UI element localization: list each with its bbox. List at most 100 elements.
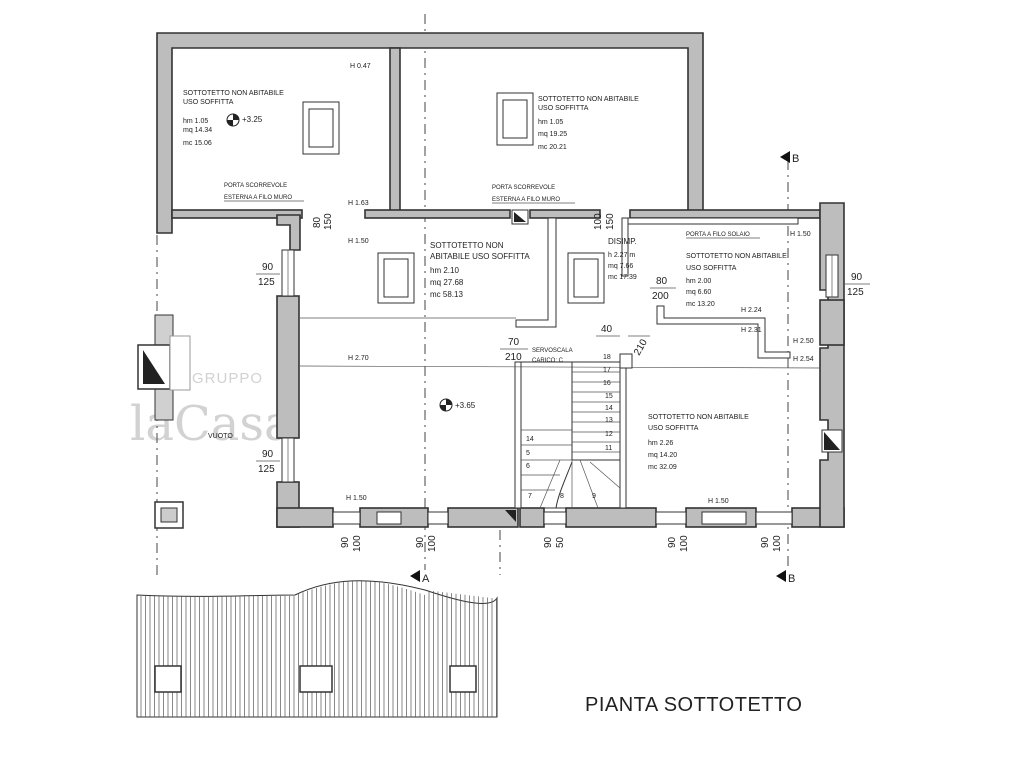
svg-text:hm 2.26: hm 2.26 <box>648 440 673 447</box>
svg-text:CARICO: C: CARICO: C <box>532 358 564 364</box>
step-number: 5 <box>526 450 530 457</box>
skylights <box>302 92 605 304</box>
svg-text:H 2.31: H 2.31 <box>741 327 762 334</box>
svg-text:100: 100 <box>593 213 604 230</box>
svg-text:90: 90 <box>262 262 274 273</box>
svg-text:H 2.70: H 2.70 <box>348 355 369 362</box>
svg-text:ABITABILE USO SOFFITTA: ABITABILE USO SOFFITTA <box>430 252 530 261</box>
dimension-labels: 80 150 100 150 90 125 90 125 90 125 80 2… <box>256 213 870 552</box>
level-label: +3.25 <box>242 115 263 124</box>
roof-elevation <box>136 580 498 718</box>
svg-text:H 1.50: H 1.50 <box>348 238 369 245</box>
step-number: 18 <box>603 354 611 361</box>
step-number: 14 <box>526 436 534 443</box>
svg-text:DISIMP.: DISIMP. <box>608 237 637 246</box>
svg-text:100: 100 <box>427 535 438 552</box>
svg-text:mc 58.13: mc 58.13 <box>430 290 463 299</box>
svg-text:80: 80 <box>312 216 323 228</box>
svg-text:USO SOFFITTA: USO SOFFITTA <box>538 105 589 112</box>
level-markers: +3.25 +3.65 <box>226 113 476 412</box>
svg-text:USO SOFFITTA: USO SOFFITTA <box>686 265 737 272</box>
svg-text:100: 100 <box>352 535 363 552</box>
step-number: 8 <box>560 493 564 500</box>
svg-text:PORTA SCORREVOLE: PORTA SCORREVOLE <box>224 183 287 189</box>
svg-text:90: 90 <box>340 536 351 548</box>
svg-text:PORTA SCORREVOLE: PORTA SCORREVOLE <box>492 185 555 191</box>
step-number: 7 <box>528 493 532 500</box>
svg-text:90: 90 <box>543 536 554 548</box>
svg-text:H 0.47: H 0.47 <box>350 63 371 70</box>
void-label: VUOTO <box>208 433 233 440</box>
svg-text:H 2.50: H 2.50 <box>793 338 814 345</box>
svg-text:USO SOFFITTA: USO SOFFITTA <box>183 99 234 106</box>
svg-text:SERVOSCALA: SERVOSCALA <box>532 348 573 354</box>
svg-text:90: 90 <box>415 536 426 548</box>
chimneys <box>137 209 843 529</box>
exterior-windows <box>281 249 839 525</box>
svg-text:H 1.50: H 1.50 <box>708 498 729 505</box>
svg-text:90: 90 <box>667 536 678 548</box>
svg-text:USO SOFFITTA: USO SOFFITTA <box>648 425 699 432</box>
svg-text:SOTTOTETTO NON ABITABILE: SOTTOTETTO NON ABITABILE <box>183 90 284 97</box>
svg-text:mq 6.60: mq 6.60 <box>686 289 711 296</box>
svg-text:200: 200 <box>652 291 669 302</box>
level-label: +3.65 <box>455 401 476 410</box>
section-markers: B A B <box>410 151 799 585</box>
door-notes: PORTA SCORREVOLE ESTERNA A FILO MURO POR… <box>224 183 760 364</box>
svg-text:70: 70 <box>508 337 520 348</box>
svg-text:150: 150 <box>323 213 334 230</box>
svg-text:PORTA A FILO SOLAIO: PORTA A FILO SOLAIO <box>686 232 750 238</box>
svg-text:H 1.50: H 1.50 <box>346 495 367 502</box>
watermark-top: GRUPPO <box>192 370 263 387</box>
svg-text:40: 40 <box>601 324 613 335</box>
room-label-nw: SOTTOTETTO NON ABITABILE USO SOFFITTA hm… <box>183 90 284 147</box>
svg-text:H 2.24: H 2.24 <box>741 307 762 314</box>
svg-text:mc 13.20: mc 13.20 <box>686 301 715 308</box>
svg-text:50: 50 <box>555 536 566 548</box>
step-number: 14 <box>605 405 613 412</box>
lower-walls <box>276 202 845 528</box>
svg-text:H 1.50: H 1.50 <box>790 231 811 238</box>
svg-text:h 2.27 m: h 2.27 m <box>608 252 635 259</box>
svg-text:100: 100 <box>679 535 690 552</box>
interior-walls <box>299 217 821 509</box>
room-label-disimp: DISIMP. h 2.27 m mq 7.66 mc 17.39 <box>608 237 637 281</box>
svg-text:SOTTOTETTO NON: SOTTOTETTO NON <box>430 241 504 250</box>
svg-text:mc 20.21: mc 20.21 <box>538 144 567 151</box>
svg-text:H 1.63: H 1.63 <box>348 200 369 207</box>
height-labels: H 0.47 H 1.63 H 1.50 H 1.50 H 2.70 H 1.5… <box>346 63 814 505</box>
svg-text:hm 2.00: hm 2.00 <box>686 278 711 285</box>
staircase: 18 17 16 15 14 13 12 11 14 5 6 7 8 9 <box>520 353 633 509</box>
section-mark: B <box>792 153 799 165</box>
room-label-east: SOTTOTETTO NON ABITABILE USO SOFFITTA hm… <box>686 253 787 308</box>
svg-text:mc 15.06: mc 15.06 <box>183 140 212 147</box>
step-number: 15 <box>605 393 613 400</box>
watermark-logo: laCasa <box>130 396 293 452</box>
svg-text:125: 125 <box>847 287 864 298</box>
svg-text:210: 210 <box>505 352 522 363</box>
svg-text:125: 125 <box>258 277 275 288</box>
step-number: 13 <box>605 417 613 424</box>
room-label-center: SOTTOTETTO NON ABITABILE USO SOFFITTA hm… <box>430 241 530 299</box>
section-mark: A <box>422 573 430 585</box>
step-number: 9 <box>592 493 596 500</box>
svg-text:100: 100 <box>772 535 783 552</box>
svg-text:mq 14.34: mq 14.34 <box>183 127 212 134</box>
upper-walls <box>156 32 821 234</box>
step-number: 16 <box>603 380 611 387</box>
svg-text:SOTTOTETTO NON ABITABILE: SOTTOTETTO NON ABITABILE <box>648 414 749 421</box>
svg-text:mq 7.66: mq 7.66 <box>608 263 633 270</box>
step-number: 17 <box>603 367 611 374</box>
svg-text:hm 1.05: hm 1.05 <box>183 118 208 125</box>
svg-text:mc 32.09: mc 32.09 <box>648 464 677 471</box>
svg-text:125: 125 <box>258 464 275 475</box>
svg-text:150: 150 <box>605 213 616 230</box>
svg-text:mq 19.25: mq 19.25 <box>538 131 567 138</box>
room-label-se: SOTTOTETTO NON ABITABILE USO SOFFITTA hm… <box>648 414 749 471</box>
svg-text:SOTTOTETTO NON ABITABILE: SOTTOTETTO NON ABITABILE <box>538 96 639 103</box>
svg-text:H 2.54: H 2.54 <box>793 356 814 363</box>
svg-text:ESTERNA A FILO MURO: ESTERNA A FILO MURO <box>224 195 292 201</box>
svg-text:90: 90 <box>262 449 274 460</box>
step-number: 6 <box>526 463 530 470</box>
